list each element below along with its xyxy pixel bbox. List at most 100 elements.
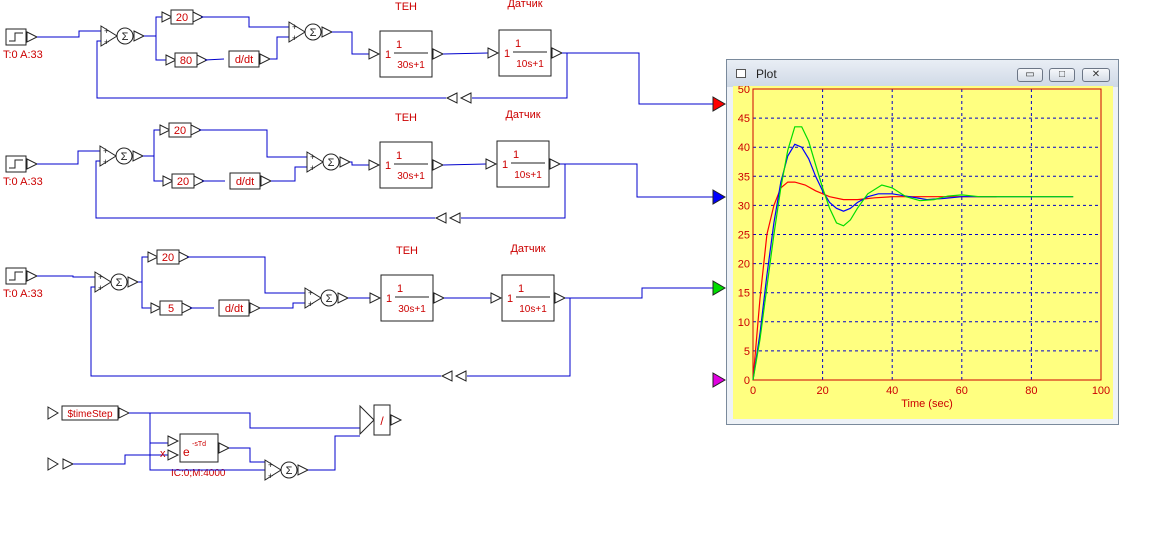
- sum-output-port: [339, 156, 352, 168]
- sum-plus-sign: +: [103, 146, 108, 156]
- sum-symbol: Σ: [286, 465, 293, 477]
- gain-input-port: [147, 251, 160, 263]
- input-arrow: [62, 458, 75, 470]
- sum-plus-sign: +: [98, 272, 103, 282]
- maximize-button[interactable]: □: [1049, 68, 1075, 82]
- y-tick-label: 5: [744, 346, 750, 358]
- tf-output-port: [554, 292, 567, 304]
- delay-input-port: [167, 435, 180, 447]
- heater-tf-block[interactable]: [380, 274, 434, 322]
- gain-output-port: [196, 54, 209, 66]
- tf-input-port: [487, 47, 500, 59]
- sum-block[interactable]: [320, 289, 338, 307]
- p-to-sum-wire: [199, 129, 307, 158]
- delay-bypass-wire: [149, 443, 265, 471]
- x-tick-label: 60: [956, 385, 968, 397]
- sensor-tf-block[interactable]: [496, 140, 550, 188]
- p-gain-block-value: 20: [174, 125, 186, 137]
- sum-plus-sign: +: [310, 152, 315, 162]
- step-icon: [9, 271, 23, 281]
- sum-block[interactable]: [116, 27, 134, 45]
- sensor-tf-block[interactable]: [498, 29, 552, 77]
- sensor-label: Датчик: [505, 109, 540, 121]
- controller-to-heater-wire: [350, 161, 369, 166]
- sum-block[interactable]: [110, 273, 128, 291]
- sum-output-port: [127, 276, 140, 288]
- plot-input-port[interactable]: [712, 372, 726, 388]
- step-block[interactable]: [5, 267, 27, 285]
- sensor-tf-block[interactable]: [501, 274, 555, 322]
- derivative-block[interactable]: [218, 299, 250, 317]
- plot-input-port[interactable]: [712, 96, 726, 112]
- minimize-button[interactable]: ▭: [1017, 68, 1043, 82]
- sum-block[interactable]: [280, 461, 298, 479]
- feedback-wire: [461, 164, 566, 219]
- d-to-sum-wire: [260, 302, 305, 309]
- tf-denominator: 10s+1: [516, 59, 544, 70]
- plot-input-port[interactable]: [712, 280, 726, 296]
- step-to-sum-wire: [37, 275, 95, 278]
- plot-input-port[interactable]: [712, 189, 726, 205]
- step-to-sum-wire: [37, 150, 100, 165]
- sum-sign: +: [310, 163, 315, 173]
- step-block[interactable]: [5, 28, 27, 46]
- divide-symbol: /: [380, 414, 384, 428]
- derivative-label: d/dt: [236, 176, 254, 188]
- sum-input-triangle: [264, 459, 282, 481]
- sum-symbol: Σ: [328, 157, 335, 169]
- y-tick-label: 20: [738, 259, 750, 271]
- heater-tf-block[interactable]: [379, 30, 433, 78]
- heater-tf-block[interactable]: [379, 141, 433, 189]
- derivative-block[interactable]: [228, 50, 260, 68]
- gain-output-port: [178, 251, 191, 263]
- gain-output-port: [193, 175, 206, 187]
- feedback-arrow: [434, 212, 447, 224]
- tf-gain: 1: [502, 159, 508, 171]
- derivative-block[interactable]: [229, 172, 261, 190]
- sum-sign: +: [103, 157, 108, 167]
- step-block[interactable]: [5, 155, 27, 173]
- error-to-d-wire: [141, 282, 151, 309]
- tf-output-port: [432, 48, 445, 60]
- tf-numerator: 1: [513, 149, 519, 161]
- error-to-p-wire: [144, 16, 162, 37]
- sum-input-triangle: [94, 271, 112, 293]
- sum-plus-sign: +: [268, 460, 273, 470]
- feedback-arrow: [440, 370, 453, 382]
- sum-sign: +: [268, 471, 273, 481]
- sum-input-triangle: [100, 25, 118, 47]
- tf-denominator: 10s+1: [514, 170, 542, 181]
- sum-plus-sign: +: [104, 26, 109, 36]
- tf-gain: 1: [507, 293, 513, 305]
- y-tick-label: 45: [738, 113, 750, 125]
- gain-input-port: [165, 54, 178, 66]
- sensor-label: Датчик: [510, 243, 545, 255]
- close-button[interactable]: ✕: [1082, 68, 1110, 82]
- plot-titlebar[interactable]: Plot ▭ □ ✕: [727, 60, 1118, 87]
- divide-block[interactable]: [373, 404, 391, 436]
- tf-input-port: [490, 292, 503, 304]
- derivative-output-port: [260, 175, 273, 187]
- output-to-plot-wire: [565, 287, 713, 299]
- y-tick-label: 50: [738, 86, 750, 96]
- sum-block[interactable]: [115, 147, 133, 165]
- gain-output-port: [192, 11, 205, 23]
- feedback-arrow: [454, 370, 467, 382]
- timestep-block[interactable]: [61, 405, 119, 421]
- d-gain-block-value: 20: [177, 176, 189, 188]
- tf-input-port: [368, 159, 381, 171]
- tf-numerator: 1: [515, 38, 521, 50]
- sum-block[interactable]: [304, 23, 322, 41]
- tf-denominator: 30s+1: [397, 171, 425, 182]
- sum-block[interactable]: [322, 153, 340, 171]
- time-delay-block[interactable]: [179, 433, 219, 463]
- tf-numerator: 1: [397, 283, 403, 295]
- step-icon: [9, 159, 23, 169]
- error-to-d-wire: [155, 36, 166, 61]
- sum-output-port: [133, 30, 146, 42]
- output-to-plot-wire: [560, 163, 713, 198]
- y-tick-label: 30: [738, 200, 750, 212]
- tf-input-port: [369, 292, 382, 304]
